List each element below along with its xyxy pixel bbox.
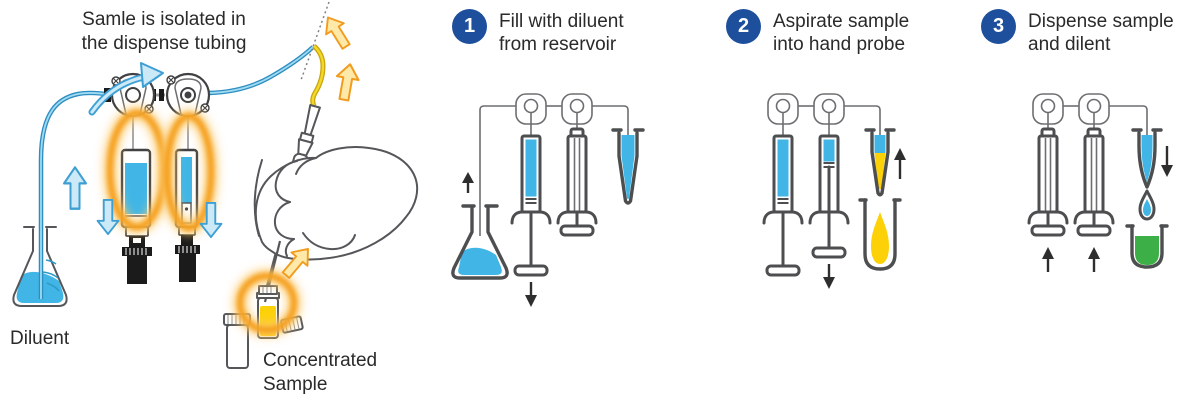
step-1-badge: 1: [452, 9, 487, 44]
step-3-badge: 3: [981, 9, 1016, 44]
valve-block: [767, 93, 881, 142]
step-2-title-line1: Aspirate sample: [773, 11, 910, 32]
step-3-schematic: [1027, 93, 1173, 272]
step-2-badge: 2: [726, 9, 761, 44]
hand-probe: [253, 104, 419, 303]
step-2-number: 2: [737, 15, 750, 37]
syringe-left-filled: [762, 134, 804, 277]
syringe-left-filled: [510, 134, 552, 277]
valve-head-right: [165, 72, 211, 118]
valve-block: [479, 93, 629, 236]
hand: [254, 146, 419, 261]
step-1-header: 1 Fill with diluent from reservoir: [452, 9, 624, 56]
note-line2: the dispense tubing: [82, 33, 247, 54]
syringe-right-aspirating: [808, 134, 850, 259]
step-1-title-line2: from reservoir: [499, 34, 617, 55]
plunger-up-arrow-left-icon: [1042, 247, 1054, 272]
note-line1: Samle is isolated in: [82, 9, 246, 30]
hand-probe-tip: [864, 128, 896, 197]
dispense-tip-filled: [611, 128, 645, 205]
sample-up-arrow-top-icon: [318, 11, 356, 53]
syringe-left-empty: [1027, 127, 1069, 237]
highlight-glow-vial: [234, 270, 300, 336]
diluent-tubing: [38, 45, 315, 299]
step-2-schematic: [762, 93, 906, 289]
step-3-title: Dispense sample and dilent: [1028, 9, 1174, 56]
flow-up-arrow-icon: [62, 166, 88, 210]
plunger-up-arrow-right-icon: [1088, 247, 1100, 272]
sample-vial: [858, 198, 902, 271]
syringe-right-empty: [1073, 127, 1115, 237]
probe-up-arrow-icon: [894, 148, 906, 179]
dispense-tubing-yellow: [310, 44, 326, 108]
note-text: Samle is isolated in the dispense tubing: [82, 9, 247, 54]
step-3-title-line1: Dispense sample: [1028, 11, 1174, 32]
step-2-title-line2: into hand probe: [773, 34, 906, 55]
step-1-title: Fill with diluent from reservoir: [499, 9, 624, 56]
concentrated-sample-label-line1: Concentrated: [263, 350, 377, 371]
reservoir-flask: [451, 204, 509, 280]
step-2-title: Aspirate sample into hand probe: [773, 9, 909, 56]
dispense-tip-dropping: [1131, 128, 1163, 221]
plunger-down-arrow-icon: [525, 282, 537, 307]
plunger-down-arrow-icon: [823, 264, 835, 289]
diluent-syringe-left: [120, 148, 152, 284]
step-3-title-line2: and dilent: [1028, 34, 1111, 55]
sample-syringe-right: [174, 148, 200, 282]
step-1-number: 1: [463, 15, 476, 37]
valve-block: [1032, 93, 1148, 142]
concentrated-sample-label-line2: Sample: [263, 374, 327, 395]
highlight-glow-right: [161, 110, 217, 234]
diluent-flask-outline: [12, 226, 68, 307]
step-2-header: 2 Aspirate sample into hand probe: [726, 9, 909, 56]
screw-icon: [166, 75, 210, 113]
diluent-label: Diluent: [10, 328, 70, 349]
dispense-down-arrow-icon: [1161, 146, 1173, 177]
sample-up-arrow-mid-icon: [332, 61, 362, 103]
step-1-title-line1: Fill with diluent: [499, 11, 624, 32]
step-3-number: 3: [992, 15, 1005, 37]
mixture-vial: [1125, 224, 1169, 269]
flow-curved-arrow-icon: [88, 62, 164, 116]
syringe-pump-module: [104, 72, 211, 284]
step-1-schematic: [451, 93, 645, 307]
syringe-right-empty: [556, 127, 598, 237]
left-illustration: Samle is isolated in the dispense tubing: [10, 1, 419, 395]
step-3-header: 3 Dispense sample and dilent: [981, 9, 1174, 56]
flow-up-arrow-icon: [462, 172, 474, 193]
tubing-junction-dashed-line: [300, 1, 330, 81]
drop-icon: [1143, 199, 1151, 216]
